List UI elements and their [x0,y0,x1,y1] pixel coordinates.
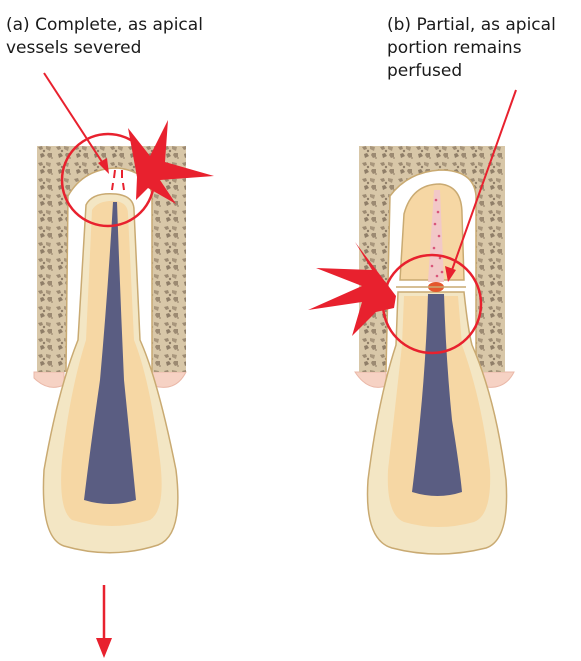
panel-a-complete [34,73,214,658]
avulsion-direction-arrow [96,585,112,658]
panel-b-partial [308,90,516,554]
